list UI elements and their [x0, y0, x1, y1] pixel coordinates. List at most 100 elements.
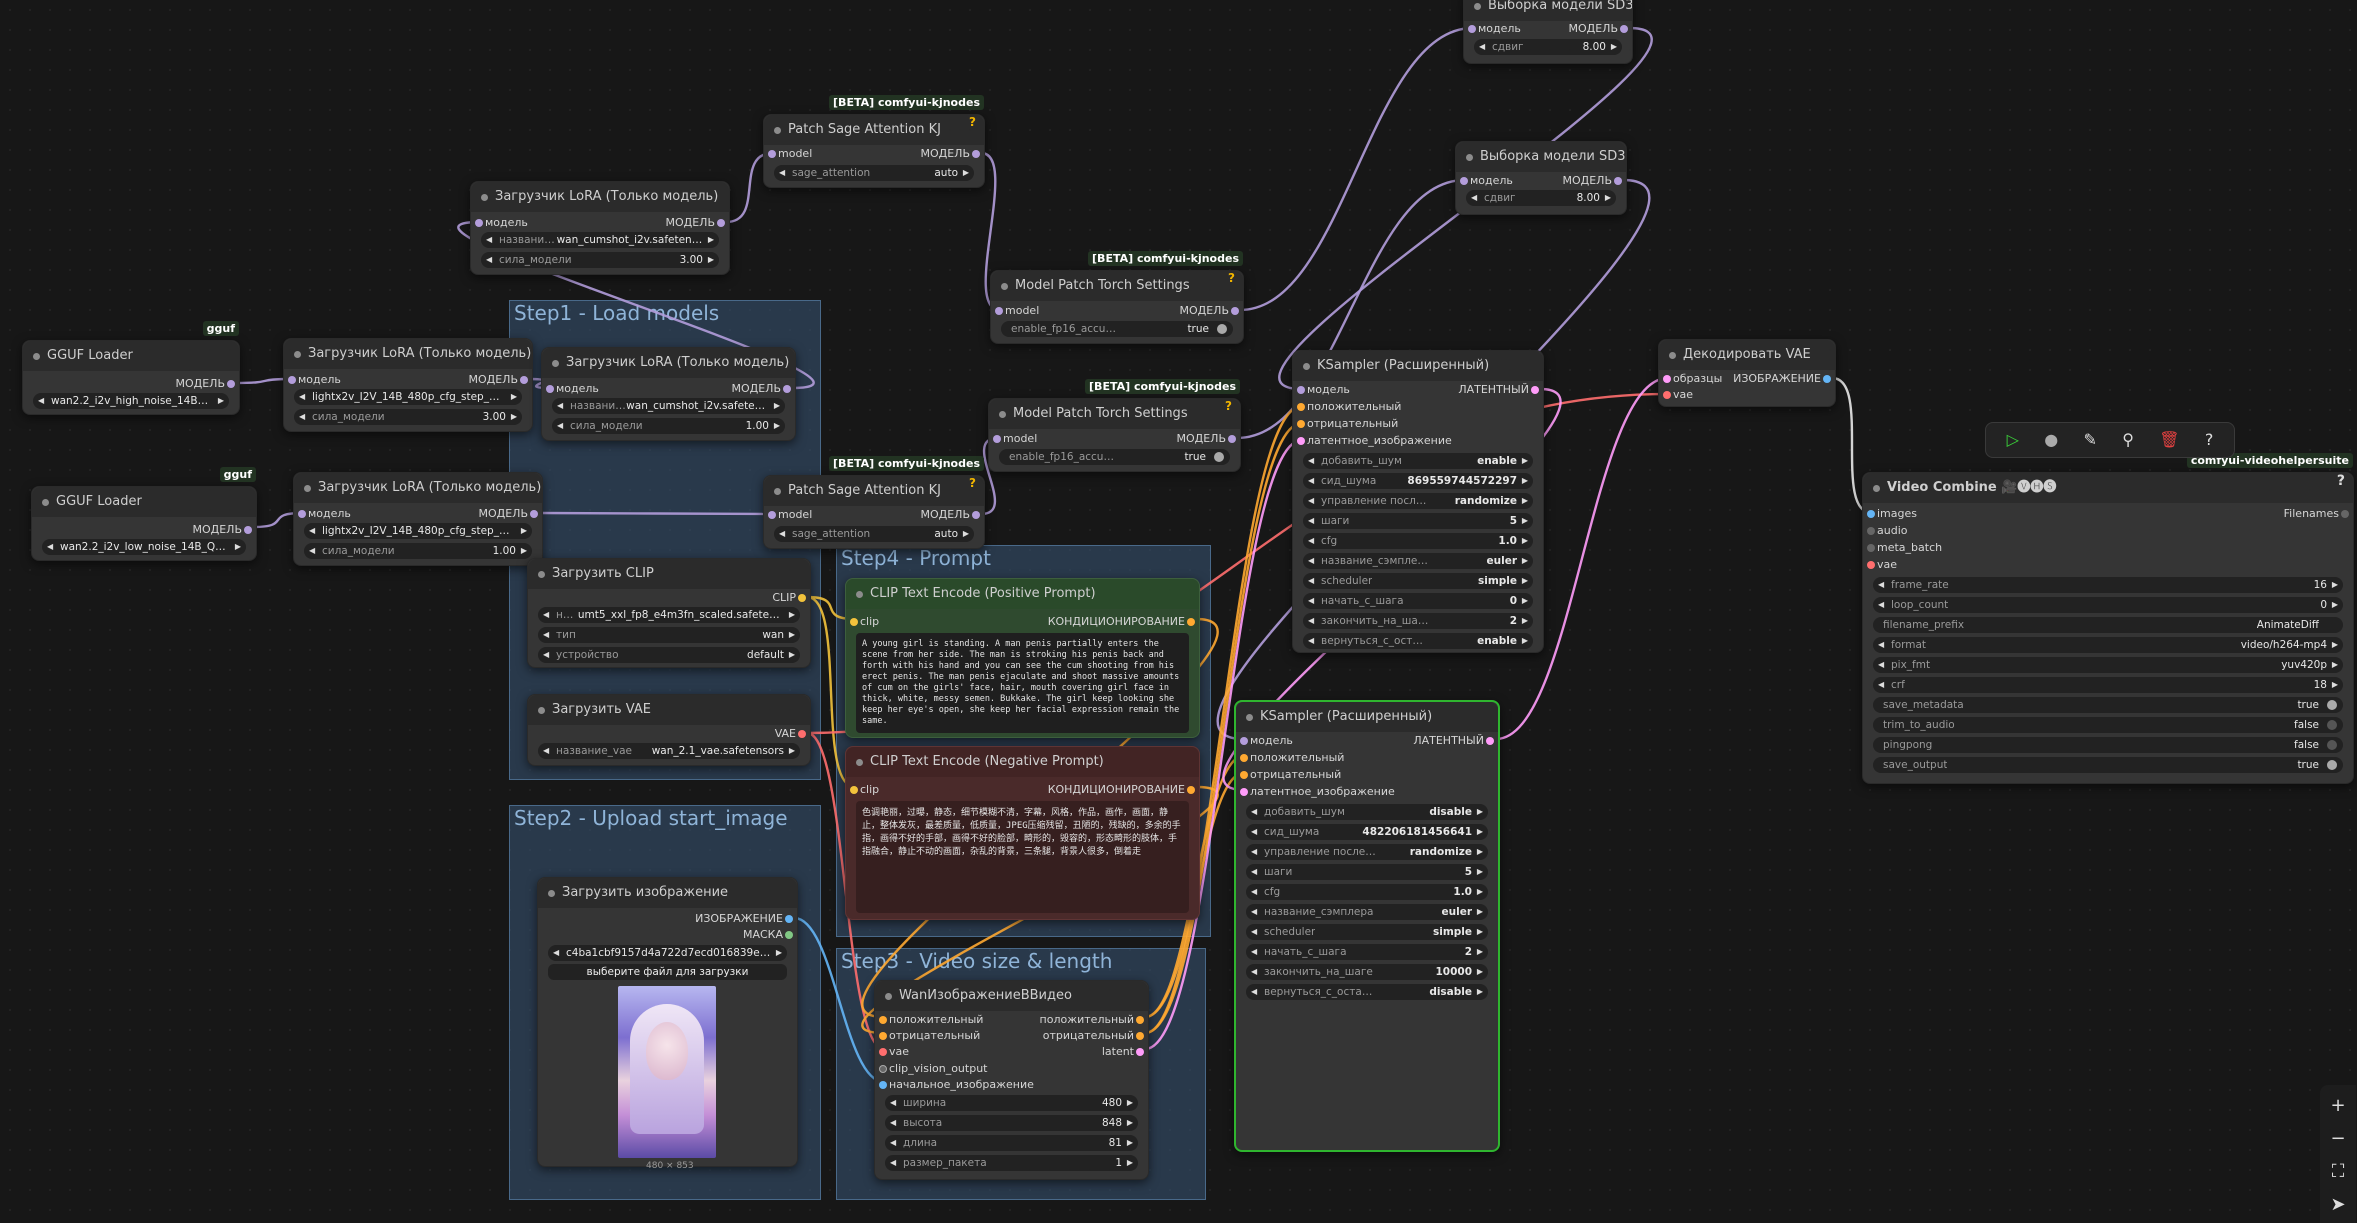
help-icon[interactable]: ? — [1225, 399, 1232, 413]
output-model[interactable]: МОДЕЛЬ — [1179, 304, 1239, 318]
node-title[interactable]: WanИзображениеВВидео — [875, 981, 1148, 1011]
output-model[interactable]: МОДЕЛЬ — [175, 377, 235, 391]
node-title[interactable]: Загрузить CLIP — [528, 559, 810, 589]
node-torch-settings-2[interactable]: [BETA] comfyui-kjnodes Model Patch Torch… — [988, 379, 1241, 472]
output-model[interactable]: МОДЕЛЬ — [468, 373, 528, 387]
output-filenames[interactable]: Filenames — [2284, 507, 2349, 521]
node-gguf-loader-low[interactable]: gguf GGUF Loader МОДЕЛЬ wan2.2_i2v_low_n… — [31, 467, 257, 561]
help-icon[interactable]: ? — [969, 115, 976, 129]
input-model[interactable]: модель — [1297, 383, 1350, 397]
node-title[interactable]: Model Patch Torch Settings — [989, 399, 1240, 429]
zoom-out-icon[interactable]: − — [2330, 1128, 2346, 1149]
unet-name-combo[interactable]: wan2.2_i2v_high_noise_14B_Q... — [33, 393, 229, 409]
input-positive[interactable]: положительный — [1240, 751, 1344, 765]
input-clip-vision-output[interactable]: clip_vision_output — [879, 1062, 987, 1076]
input-start-image[interactable]: начальное_изображение — [879, 1078, 1034, 1092]
node-clip-positive-prompt[interactable]: CLIP Text Encode (Positive Prompt) clip … — [845, 578, 1200, 738]
node-video-combine[interactable]: comfyui-videohelpersuite Video Combine 🎥… — [1862, 453, 2354, 784]
node-load-vae[interactable]: Загрузить VAE VAE название_vaewan_2.1_va… — [527, 694, 811, 766]
node-ksampler-advanced-2[interactable]: KSampler (Расширенный) модель положитель… — [1234, 700, 1500, 1152]
output-mask[interactable]: МАСКА — [743, 928, 793, 942]
input-model[interactable]: модель — [1460, 174, 1513, 188]
node-clip-negative-prompt[interactable]: CLIP Text Encode (Negative Prompt) clip … — [845, 746, 1200, 920]
node-title[interactable]: GGUF Loader — [32, 487, 256, 517]
output-model[interactable]: МОДЕЛЬ — [478, 507, 538, 521]
node-load-image[interactable]: Загрузить изображение ИЗОБРАЖЕНИЕ МАСКА … — [537, 877, 798, 1171]
unet-name-combo[interactable]: wan2.2_i2v_low_noise_14B_Q4 ... — [42, 539, 246, 555]
input-model[interactable]: модель — [1240, 734, 1293, 748]
run-play-icon[interactable]: ▷ — [2006, 430, 2019, 449]
output-model[interactable]: МОДЕЛЬ — [665, 216, 725, 230]
input-negative[interactable]: отрицательный — [879, 1029, 980, 1043]
node-lora-loader-3[interactable]: Загрузчик LoRA (Только модель) модель МО… — [541, 347, 796, 441]
node-title[interactable]: KSampler (Расширенный) — [1236, 702, 1498, 732]
output-clip[interactable]: CLIP — [772, 591, 806, 605]
input-positive[interactable]: положительный — [879, 1013, 983, 1027]
input-model[interactable]: модель — [1468, 22, 1521, 36]
output-image[interactable]: ИЗОБРАЖЕНИЕ — [1733, 372, 1831, 386]
input-model[interactable]: модель — [475, 216, 528, 230]
node-title[interactable]: Model Patch Torch Settings — [991, 271, 1243, 301]
input-clip[interactable]: clip — [850, 783, 879, 797]
output-model[interactable]: МОДЕЛЬ — [1562, 174, 1622, 188]
node-vae-decode[interactable]: Декодировать VAE образцы vae ИЗОБРАЖЕНИЕ — [1658, 339, 1836, 407]
input-model[interactable]: модель — [546, 382, 599, 396]
output-model[interactable]: МОДЕЛЬ — [731, 382, 791, 396]
image-file-combo[interactable]: c4ba1cbf9157d4a722d7ecd016839e6c.jpg — [548, 945, 787, 961]
node-title[interactable]: Patch Sage Attention KJ — [764, 115, 984, 145]
node-wan-image-to-video[interactable]: WanИзображениеВВидео положительный отриц… — [874, 980, 1149, 1180]
input-model[interactable]: model — [768, 147, 812, 161]
lora-name-combo[interactable]: lightx2v_I2V_14B_480p_cfg_step_distill .… — [294, 389, 522, 405]
node-title[interactable]: CLIP Text Encode (Positive Prompt) — [846, 579, 1199, 609]
output-model[interactable]: МОДЕЛЬ — [920, 508, 980, 522]
widget-управление-после-генерац-[interactable]: управление после генерац...randomize — [1303, 493, 1533, 509]
bypass-icon[interactable]: ✎ — [2083, 430, 2097, 449]
input-negative[interactable]: отрицательный — [1297, 417, 1398, 431]
negative-prompt-textarea[interactable]: 色调艳丽，过曝，静态，细节模糊不清，字幕，风格，作品，画作，画面，静止，整体发灰… — [856, 801, 1189, 913]
node-lora-loader-4[interactable]: Загрузчик LoRA (Только модель) модель МО… — [293, 472, 543, 566]
input-vae[interactable]: vae — [1867, 558, 1897, 572]
node-patch-sage-attention-1[interactable]: [BETA] comfyui-kjnodes Patch Sage Attent… — [763, 95, 985, 188]
node-title[interactable]: Загрузчик LoRA (Только модель) — [542, 348, 795, 378]
output-positive[interactable]: положительный — [1040, 1013, 1144, 1027]
node-title[interactable]: CLIP Text Encode (Negative Prompt) — [846, 747, 1199, 777]
pin-icon[interactable]: ⚲ — [2122, 430, 2134, 449]
upload-file-button[interactable]: выберите файл для загрузки — [548, 964, 787, 980]
help-icon[interactable]: ? — [969, 476, 976, 490]
output-image[interactable]: ИЗОБРАЖЕНИЕ — [695, 912, 793, 926]
node-title[interactable]: Загрузчик LoRA (Только модель) — [471, 182, 729, 212]
input-latent-image[interactable]: латентное_изображение — [1240, 785, 1395, 799]
input-model[interactable]: model — [768, 508, 812, 522]
node-lora-loader-2[interactable]: Загрузчик LoRA (Только модель) модель МО… — [283, 338, 533, 432]
zoom-in-icon[interactable]: + — [2330, 1095, 2346, 1116]
output-latent[interactable]: latent — [1102, 1045, 1144, 1059]
output-model[interactable]: МОДЕЛЬ — [1568, 22, 1628, 36]
node-title[interactable]: Выборка модели SD3 — [1456, 142, 1626, 172]
node-load-clip[interactable]: Загрузить CLIP CLIP на...umt5_xxl_fp8_e4… — [527, 558, 811, 668]
